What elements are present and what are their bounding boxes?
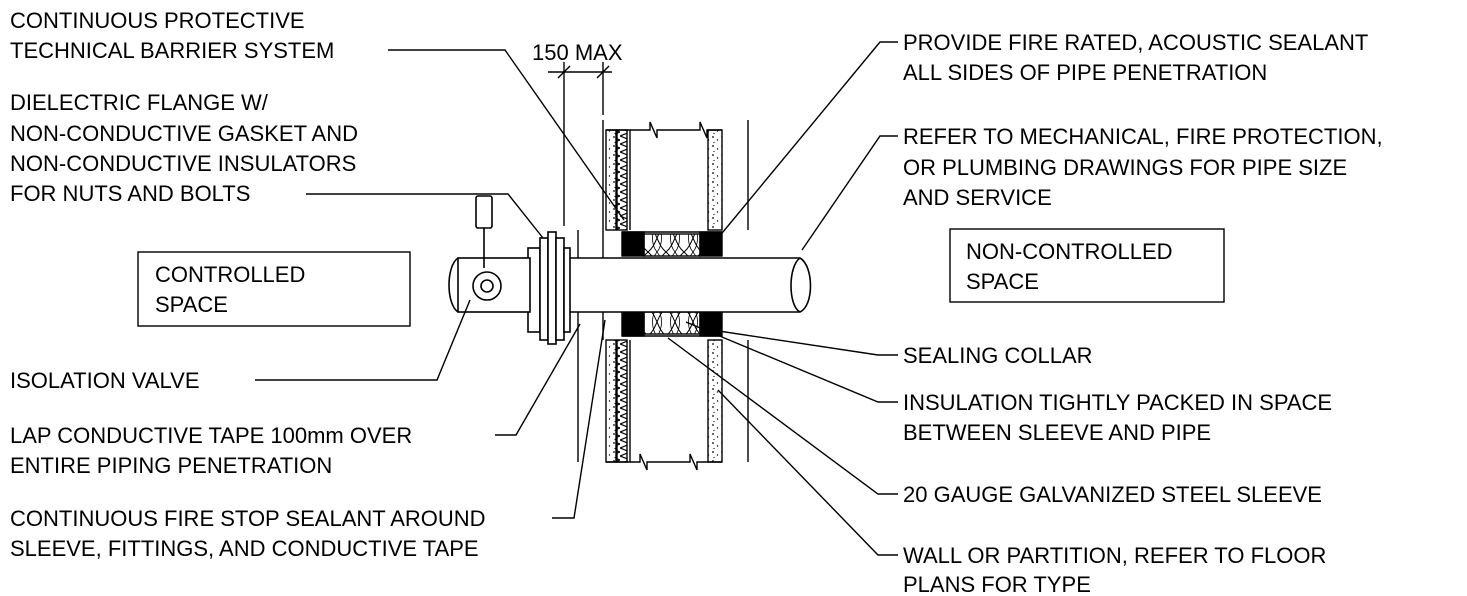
sealing-collar-top-left <box>621 231 645 257</box>
barrier-label-2: TECHNICAL BARRIER SYSTEM <box>10 38 334 63</box>
leader-barrier <box>388 49 625 221</box>
leader-collar <box>711 329 898 356</box>
sealing-collar-bottom-left <box>621 311 645 337</box>
leader-tape <box>495 323 581 436</box>
insulation-top <box>643 233 701 257</box>
refer-label-1: REFER TO MECHANICAL, FIRE PROTECTION, <box>903 124 1383 149</box>
barrier-label-1: CONTINUOUS PROTECTIVE <box>10 8 305 33</box>
sealing-collar-top-right <box>699 231 723 257</box>
leader-refer <box>801 135 898 251</box>
leader-lines <box>255 41 898 556</box>
isolation-valve <box>448 195 531 313</box>
non-controlled-space-label-2: SPACE <box>966 269 1039 294</box>
refer-label-3: AND SERVICE <box>903 185 1052 210</box>
firestop-label-2: SLEEVE, FITTINGS, AND CONDUCTIVE TAPE <box>10 536 479 561</box>
controlled-space-label-2: SPACE <box>155 292 228 317</box>
leader-flange <box>306 193 544 239</box>
sealant-label-1: PROVIDE FIRE RATED, ACOUSTIC SEALANT <box>903 30 1368 55</box>
leader-firestop <box>552 319 606 519</box>
collar-label: SEALING COLLAR <box>903 343 1093 368</box>
leader-sleeve <box>667 337 898 495</box>
leader-insulation <box>685 321 898 403</box>
dimension-150-max <box>548 62 612 226</box>
dimension-label: 150 MAX <box>532 40 623 65</box>
sealant-label-2: ALL SIDES OF PIPE PENETRATION <box>903 60 1267 85</box>
left-callouts: CONTINUOUS PROTECTIVE TECHNICAL BARRIER … <box>10 8 486 561</box>
wall-label-2: PLANS FOR TYPE <box>903 572 1091 596</box>
insulation-bottom <box>643 311 701 335</box>
isolation-valve-label: ISOLATION VALVE <box>10 368 200 393</box>
controlled-space-box: CONTROLLED SPACE <box>137 251 411 327</box>
flange-label-2: NON-CONDUCTIVE GASKET AND <box>10 121 358 146</box>
flange-label-1: DIELECTRIC FLANGE W/ <box>10 90 269 115</box>
pipe <box>567 257 812 313</box>
wall-label-1: WALL OR PARTITION, REFER TO FLOOR <box>903 543 1326 568</box>
insulation-label-1: INSULATION TIGHTLY PACKED IN SPACE <box>903 390 1332 415</box>
controlled-space-label-1: CONTROLLED <box>155 262 305 287</box>
leader-isolation-valve <box>255 299 471 381</box>
sleeve-label: 20 GAUGE GALVANIZED STEEL SLEEVE <box>903 482 1322 507</box>
tape-label-2: ENTIRE PIPING PENETRATION <box>10 453 332 478</box>
insulation-label-2: BETWEEN SLEEVE AND PIPE <box>903 420 1211 445</box>
wall-assembly <box>577 120 749 471</box>
non-controlled-space-label-1: NON-CONTROLLED <box>966 239 1173 264</box>
right-callouts: PROVIDE FIRE RATED, ACOUSTIC SEALANT ALL… <box>903 30 1383 596</box>
flange-label-3: NON-CONDUCTIVE INSULATORS <box>10 151 356 176</box>
non-controlled-space-box: NON-CONTROLLED SPACE <box>949 228 1225 303</box>
tape-label-1: LAP CONDUCTIVE TAPE 100mm OVER <box>10 423 412 448</box>
leader-sealant <box>717 41 898 239</box>
leader-wall <box>717 389 898 556</box>
refer-label-2: OR PLUMBING DRAWINGS FOR PIPE SIZE <box>903 155 1347 180</box>
flange-label-4: FOR NUTS AND BOLTS <box>10 181 250 206</box>
firestop-label-1: CONTINUOUS FIRE STOP SEALANT AROUND <box>10 506 486 531</box>
sleeve-assembly <box>621 231 723 337</box>
dielectric-flange <box>527 231 571 345</box>
